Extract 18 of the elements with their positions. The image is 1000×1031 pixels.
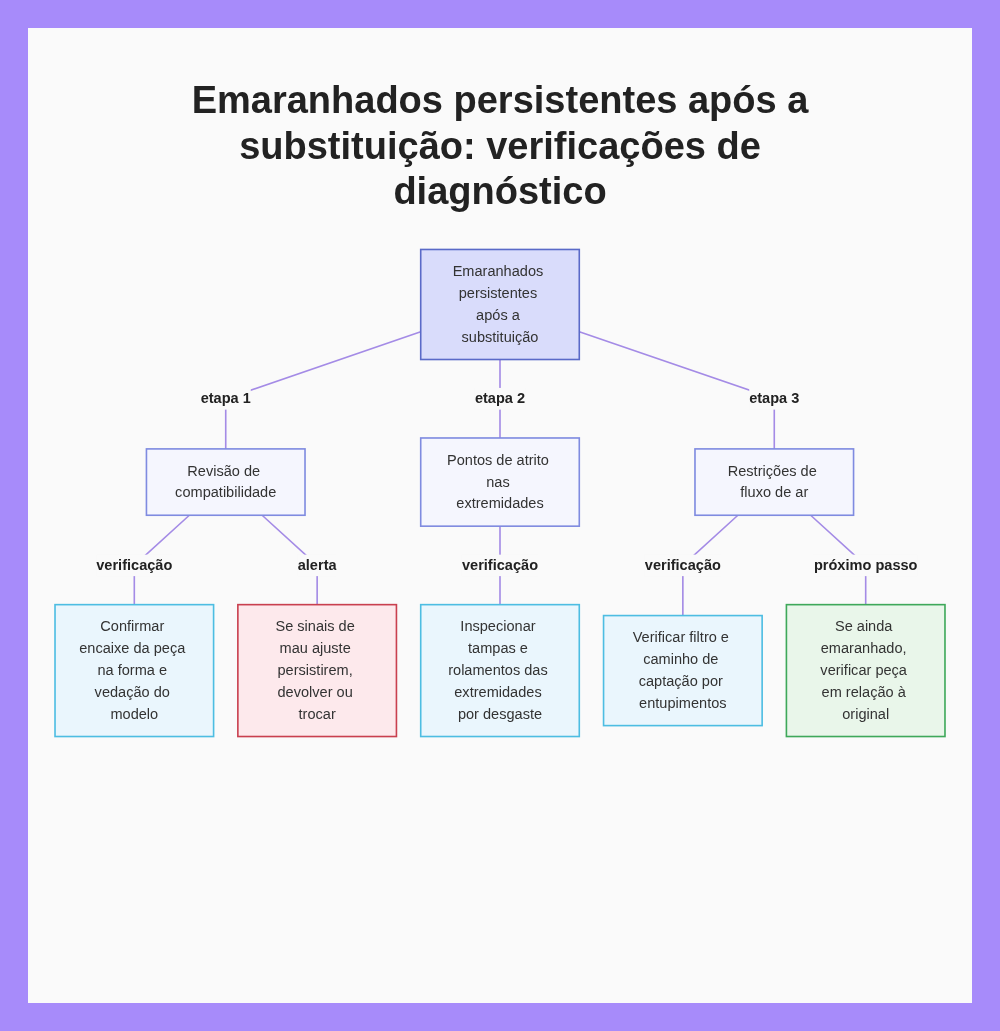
edge-label: alerta	[297, 556, 337, 574]
node-box: Revisão de compatibilidade	[145, 448, 306, 517]
node-box: Verificar filtro e caminho de captação por entupimentos	[602, 614, 763, 727]
node-box: Emaranhados persistentes após a substituição	[419, 248, 581, 361]
edge-label: verificação	[644, 556, 721, 574]
node-box: Inspecionar tampas e rolamentos das extremidades por desgaste	[419, 603, 581, 738]
edge-label: próximo passo	[813, 556, 918, 574]
edge-label: verificação	[96, 556, 173, 574]
edge-label: verificação	[461, 556, 539, 574]
edge-label: etapa 2	[474, 390, 526, 407]
node-box: Restrições de fluxo de ar	[694, 448, 855, 517]
node-box: Pontos de atrito nas extremidades	[419, 437, 581, 527]
node-box: Se ainda emaranhado, verificar peça em relação à original	[785, 603, 946, 738]
node-box: Confirmar encaixe da peça na forma e vedação do modelo	[54, 603, 215, 738]
edge-label: etapa 3	[749, 390, 800, 407]
diagram-title: Emaranhados persistentes após a substituição: verificações de diagnóstico	[190, 78, 810, 215]
edge-label: etapa 1	[200, 390, 251, 407]
node-box: Se sinais de mau ajuste persistirem, devolver ou trocar	[237, 603, 398, 738]
